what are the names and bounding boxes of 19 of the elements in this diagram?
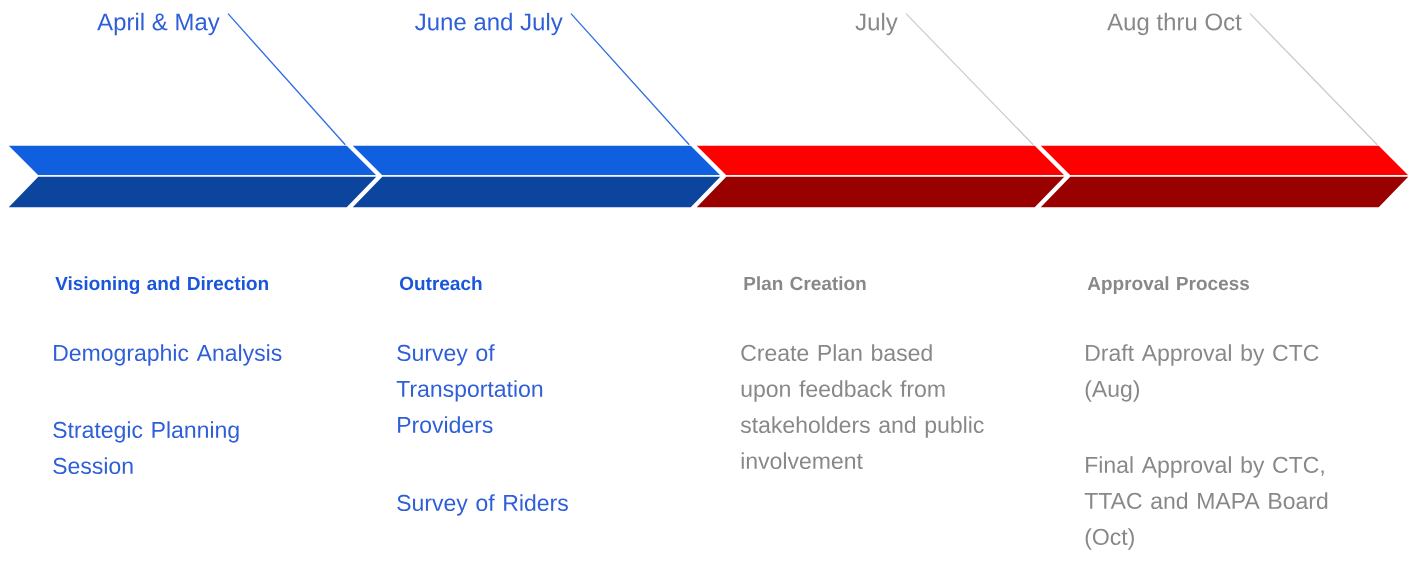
- date-label: June and July: [415, 12, 563, 36]
- body-text: Strategic Planning Session: [53, 421, 239, 475]
- heading: Approval Process: [1087, 276, 1250, 294]
- heading: Visioning and Direction: [55, 276, 268, 294]
- body-text: Final Approval by CTC, TTAC and MAPA Board (Oct): [1084, 456, 1328, 550]
- date-label: April & May: [97, 12, 220, 36]
- heading: Plan Creation: [744, 276, 866, 291]
- body-text: Survey of Riders: [397, 494, 568, 516]
- leader-line: [227, 12, 346, 146]
- leader-line: [1249, 12, 1378, 146]
- body-text: Create Plan based upon feedback from stakeholders and public involvement: [740, 344, 984, 470]
- body-text: Draft Approval by CTC (Aug): [1085, 344, 1319, 402]
- date-label: July: [855, 12, 898, 36]
- body-text: Demographic Analysis: [54, 344, 282, 366]
- heading: Outreach: [400, 276, 482, 291]
- date-label: Aug thru Oct: [1107, 12, 1242, 36]
- body-text: Survey of Transportation Providers: [396, 344, 543, 434]
- leader-line: [905, 12, 1034, 146]
- leader-line: [570, 12, 690, 146]
